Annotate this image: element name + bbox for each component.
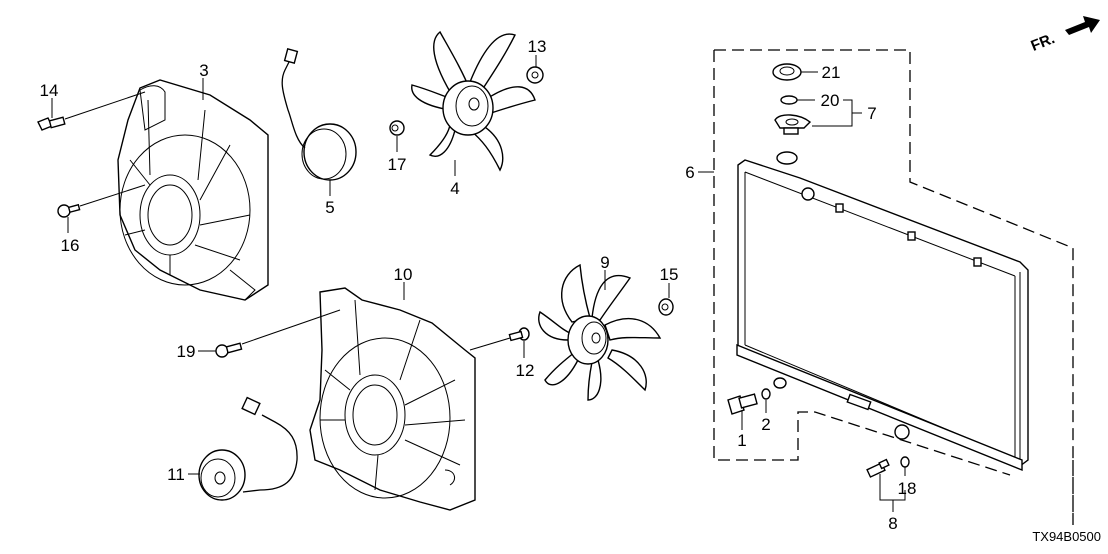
temperature-sensor-8[interactable] [866, 458, 890, 478]
gasket-20[interactable] [780, 95, 798, 105]
callout-13[interactable]: 13 [528, 37, 547, 56]
bolt-19[interactable] [215, 309, 341, 358]
callout-16[interactable]: 16 [61, 236, 80, 255]
callout-15[interactable]: 15 [660, 265, 679, 284]
callout-6[interactable]: 6 [685, 163, 694, 182]
collar-17[interactable] [389, 120, 405, 136]
callout-20[interactable]: 20 [821, 91, 840, 110]
radiator-group-outline [714, 49, 1074, 525]
callout-21[interactable]: 21 [822, 63, 841, 82]
callout-11[interactable]: 11 [167, 465, 185, 484]
bolt-12[interactable] [469, 327, 530, 351]
callout-12[interactable]: 12 [516, 361, 535, 380]
front-direction-indicator: FR. [1028, 16, 1100, 55]
callout-10[interactable]: 10 [394, 265, 413, 284]
callout-3[interactable]: 3 [199, 61, 208, 80]
callout-5[interactable]: 5 [325, 198, 334, 217]
radiator-cap-7[interactable] [774, 114, 812, 135]
o-ring-2[interactable] [761, 388, 771, 400]
callout-14[interactable]: 14 [40, 81, 59, 100]
condenser-fan-motor-11[interactable] [198, 396, 298, 501]
callout-2[interactable]: 2 [761, 415, 770, 434]
front-direction-label: FR. [1028, 30, 1057, 55]
arrow-icon [1065, 16, 1100, 35]
callout-17[interactable]: 17 [388, 155, 407, 174]
diagram-code: TX94B0500 [1032, 529, 1101, 544]
leader-lines [51, 55, 906, 512]
radiator-6[interactable] [736, 151, 1029, 472]
fan-motor-5[interactable] [281, 48, 357, 181]
callout-4[interactable]: 4 [450, 179, 459, 198]
callout-7[interactable]: 7 [867, 104, 876, 123]
bolt-14[interactable] [37, 91, 146, 131]
callout-18[interactable]: 18 [898, 479, 917, 498]
callout-9[interactable]: 9 [600, 253, 609, 272]
nut-13[interactable] [526, 66, 544, 84]
drain-plug-1[interactable] [727, 393, 758, 415]
fan-shroud-upper[interactable] [117, 79, 269, 301]
nut-15[interactable] [658, 298, 674, 316]
fan-shroud-lower[interactable] [309, 287, 476, 511]
cap-seal-21[interactable] [772, 63, 802, 81]
bolt-16[interactable] [57, 184, 146, 218]
callout-19[interactable]: 19 [177, 342, 196, 361]
callout-8[interactable]: 8 [888, 514, 897, 533]
condenser-fan-9[interactable] [538, 263, 662, 401]
cooling-fan-4[interactable] [411, 30, 536, 172]
callout-1[interactable]: 1 [737, 431, 746, 450]
o-ring-18[interactable] [900, 456, 910, 468]
